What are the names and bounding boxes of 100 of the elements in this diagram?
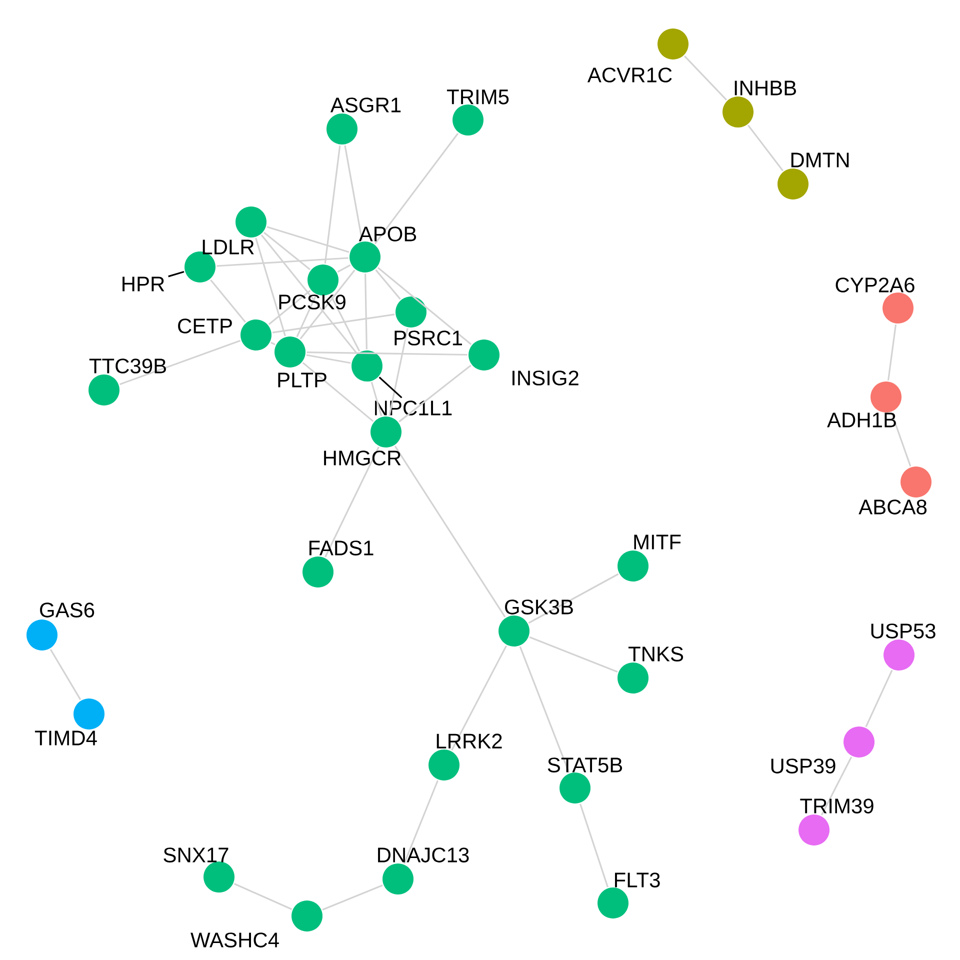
network-edge xyxy=(529,636,618,673)
gene-dot xyxy=(396,296,426,328)
network-edge xyxy=(302,362,374,422)
gene-dot xyxy=(884,640,915,670)
gene-label: TTC39B xyxy=(89,358,166,374)
gene-label: WASHC4 xyxy=(190,932,279,948)
network-edge xyxy=(296,294,317,338)
network-edge xyxy=(322,884,383,910)
gene-dot xyxy=(468,340,500,370)
gene-label: PLTP xyxy=(278,372,326,388)
network-edge xyxy=(272,314,395,334)
network-edge xyxy=(748,124,784,172)
network-edge xyxy=(374,132,459,244)
network-edge xyxy=(388,328,408,416)
network-edge xyxy=(324,145,341,264)
gene-dot xyxy=(204,862,234,893)
gene-label: LRRK2 xyxy=(436,734,502,748)
network-edge xyxy=(337,264,351,273)
gene-dot xyxy=(292,900,322,932)
gene-dot xyxy=(26,620,58,650)
gene-label: FLT3 xyxy=(615,872,660,888)
gene-label: ABCA8 xyxy=(858,500,927,514)
network-edge xyxy=(377,267,472,345)
network-edge xyxy=(865,670,893,728)
gene-label: TRIM39 xyxy=(800,798,874,814)
network-edge xyxy=(306,354,351,364)
gene-label: ASGR1 xyxy=(330,98,401,112)
network-edge xyxy=(580,804,609,888)
gene-label: TIMD4 xyxy=(34,730,97,746)
gene-dot xyxy=(302,556,334,588)
network-edge xyxy=(684,56,728,100)
gene-dot xyxy=(598,888,628,919)
network-edge xyxy=(451,645,507,751)
network-edge xyxy=(528,573,619,624)
network-edge xyxy=(394,446,506,618)
network-edge xyxy=(234,883,292,910)
gene-label: TRIM5 xyxy=(446,90,509,104)
gene-dot xyxy=(428,750,460,780)
gene-label: CETP xyxy=(178,318,232,334)
gene-label: PSRC1 xyxy=(394,330,462,346)
gene-dot xyxy=(844,726,875,758)
gene-label: SNX17 xyxy=(164,848,228,862)
gene-dot xyxy=(452,104,484,136)
gene-label: FADS1 xyxy=(309,540,374,556)
gene-dot xyxy=(350,242,380,272)
gene-dot xyxy=(326,114,358,144)
gene-dot xyxy=(798,814,830,846)
gene-label: PCSK9 xyxy=(279,294,346,310)
gene-dot xyxy=(658,28,688,60)
gene-label: LDLR xyxy=(202,240,254,254)
gene-label: DNAJC13 xyxy=(378,848,469,862)
gene-label: DMTN xyxy=(791,152,849,168)
network-edge xyxy=(375,269,401,300)
gene-label: STAT5B xyxy=(548,758,622,772)
network-edge xyxy=(119,340,241,386)
network-edge xyxy=(260,234,358,354)
network-edge xyxy=(264,232,310,270)
gene-dot xyxy=(352,350,382,382)
gene-dot xyxy=(900,466,932,498)
gene-dot xyxy=(274,336,306,368)
gene-label: APOB xyxy=(358,226,416,242)
gene-label: ACVR1C xyxy=(587,68,672,82)
gene-dot xyxy=(236,206,266,238)
gene-dot xyxy=(882,292,914,324)
gene-label: ADH1B xyxy=(827,412,896,428)
gene-label: INHBB xyxy=(734,80,796,96)
network-edge xyxy=(306,351,468,356)
network-edge xyxy=(324,446,380,558)
gene-dot xyxy=(498,616,530,646)
network-edge xyxy=(330,294,360,352)
network-edge xyxy=(820,756,852,816)
network-edge xyxy=(266,226,350,253)
gene-dot xyxy=(560,772,590,804)
gene-label: USP39 xyxy=(771,758,836,774)
gene-dot xyxy=(240,320,272,350)
network-edge xyxy=(519,646,570,773)
gene-dot xyxy=(370,416,402,448)
network-edge xyxy=(216,257,348,267)
network-edge xyxy=(370,382,382,416)
network-edge xyxy=(268,290,311,326)
gene-label: INSIG2 xyxy=(512,370,578,386)
network-edge xyxy=(50,648,82,700)
network-edge xyxy=(887,324,897,381)
gene-dot xyxy=(382,864,414,895)
network-edge xyxy=(255,238,286,336)
gene-label: CYP2A6 xyxy=(836,278,914,292)
network-edge xyxy=(168,271,184,278)
gene-dot xyxy=(778,168,808,200)
gene-dot xyxy=(870,382,902,412)
gene-dot xyxy=(722,96,754,128)
gene-label: HPR xyxy=(122,276,164,292)
gene-dot xyxy=(308,264,338,296)
gene-dot xyxy=(88,374,120,406)
network-edge xyxy=(300,270,356,340)
gene-label: TNKS xyxy=(628,646,684,662)
network-edge xyxy=(378,376,402,398)
network-edge xyxy=(270,342,276,346)
gene-label: MITF xyxy=(634,534,681,550)
gene-dot xyxy=(74,698,104,730)
network-edge xyxy=(344,145,363,241)
